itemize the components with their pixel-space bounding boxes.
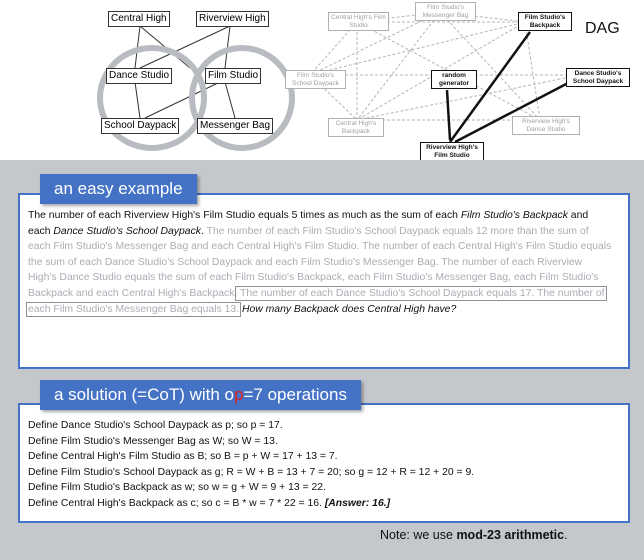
easy-example-title: an easy example: [40, 174, 197, 204]
solution-lines: Define Dance Studio's School Daypack as …: [28, 418, 474, 512]
solution-title-c: =7 operations: [243, 385, 347, 404]
tree-node-dance-studio: Dance Studio: [106, 68, 173, 84]
problem-boxed-text: The number of each Dance Studio's School…: [26, 285, 607, 317]
tree-node-messenger-bag: Messenger Bag: [197, 118, 274, 134]
solution-line: Define Film Studio's Messenger Bag as W;…: [28, 435, 278, 447]
solution-title-a: a solution (=CoT) with o: [54, 385, 234, 404]
dag-node-random-generator: random generator: [431, 70, 477, 89]
diagram-area: Central High Riverview High Dance Studio…: [0, 0, 644, 161]
solution-title: a solution (=CoT) with op=7 operations: [40, 380, 361, 410]
problem-s1e: .: [200, 225, 204, 237]
dag-label: DAG: [585, 20, 620, 37]
dag-node-film-backpack: Film Studio's Backpack: [518, 12, 572, 31]
note-prefix: Note: we use: [380, 528, 457, 542]
dag-node-riverview-dance: Riverview High's Dance Studio: [512, 116, 580, 135]
problem-s1c: and each: [28, 210, 589, 237]
solution-title-b: p: [234, 385, 244, 404]
problem-s1a: The number of each Riverview High's Film…: [28, 210, 461, 221]
dag-node-central-film: Central High's Film Studio: [328, 12, 389, 31]
solution-line: Define Film Studio's Backpack as w; so w…: [28, 482, 326, 494]
tree-node-central-high: Central High: [108, 11, 170, 27]
note-suffix: .: [564, 528, 568, 542]
dag-node-film-daypack: Film Studio's School Daypack: [285, 70, 346, 89]
dag-node-film-messenger: Film Studio's Messenger Bag: [415, 2, 476, 21]
note-bold: mod-23 arithmetic: [456, 528, 565, 542]
solution-answer: [Answer: 16.]: [324, 497, 391, 509]
solution-line: Define Central High's Backpack as c; so …: [28, 496, 474, 512]
problem-question: How many Backpack does Central High have…: [239, 303, 457, 315]
tree-node-riverview-high: Riverview High: [196, 11, 269, 27]
dag-node-central-backpack: Central High's Backpack: [328, 118, 384, 137]
dag-node-dance-daypack: Dance Studio's School Daypack: [566, 68, 630, 87]
tree-diagram: [97, 25, 295, 151]
solution-line: Define Dance Studio's School Daypack as …: [28, 420, 283, 431]
tree-node-school-daypack: School Daypack: [101, 118, 180, 134]
arithmetic-note: Note: we use mod-23 arithmetic.: [380, 528, 568, 542]
problem-s1d: Dance Studio's School Daypack: [53, 225, 201, 237]
solution-line: Define Film Studio's School Daypack as g…: [28, 466, 475, 478]
problem-panel: [18, 193, 630, 369]
solution-last-line: Define Central High's Backpack as c; so …: [28, 497, 322, 509]
problem-text: The number of each Riverview High's Film…: [26, 208, 613, 317]
problem-s1b: Film Studio's Backpack: [460, 210, 568, 221]
problem-faded-text: The number of each Film Studio's School …: [28, 225, 612, 299]
solution-line: Define Central High's Film Studio as B; …: [28, 451, 338, 463]
tree-node-film-studio: Film Studio: [205, 68, 262, 84]
dag-node-riverview-film: Riverview High's Film Studio: [420, 142, 484, 161]
